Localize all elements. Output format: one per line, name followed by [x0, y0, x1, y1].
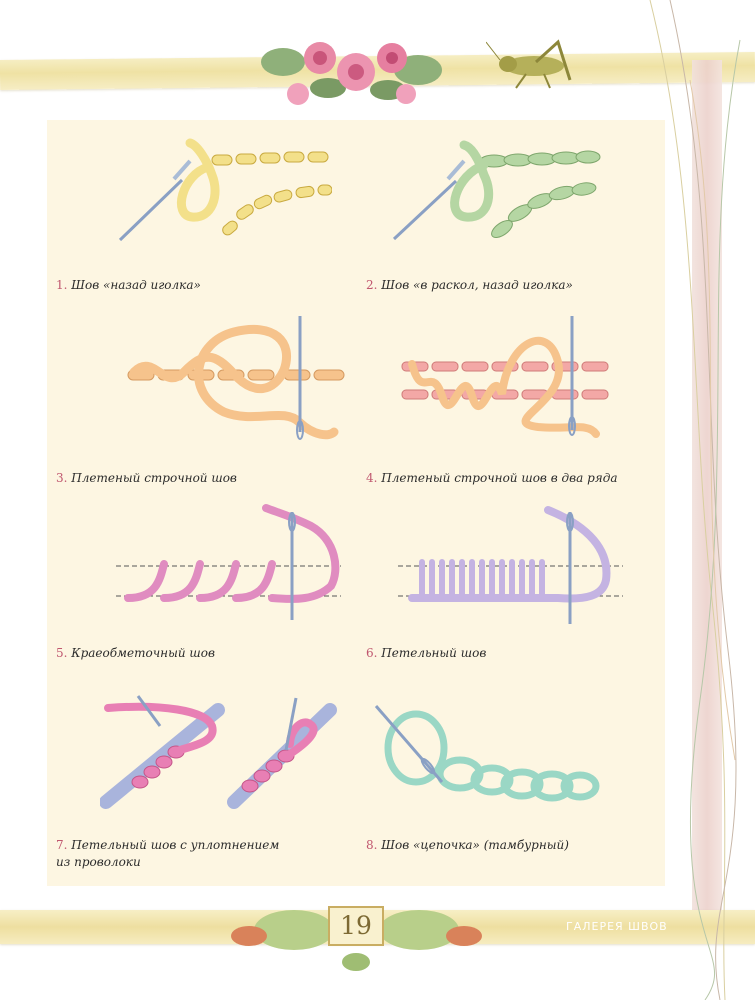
rose-flowers-decoration — [261, 42, 442, 105]
split-backstitch-illustration — [392, 140, 601, 241]
buttonhole-stitch-illustration — [398, 506, 623, 624]
leaves-decoration — [231, 910, 482, 971]
caption-stitch-1: 1. Шов «назад иголка» — [56, 278, 201, 292]
padded-buttonhole-wire-illustration — [100, 695, 337, 809]
caption-stitch-4: 4. Плетеный строчной шов в два ряда — [366, 471, 618, 485]
backstitch-illustration — [118, 138, 332, 242]
section-title: ГАЛЕРЕЯ ШВОВ — [566, 920, 668, 933]
caption-stitch-7: 7. Петельный шов с уплотнением из провол… — [56, 838, 280, 869]
caption-stitch-3: 3. Плетеный строчной шов — [56, 471, 237, 485]
caption-stitch-8: 8. Шов «цепочка» (тамбурный) — [366, 838, 569, 852]
overcast-stitch-illustration — [116, 504, 341, 620]
grasshopper-decoration — [486, 39, 572, 89]
chain-stitch-illustration — [374, 705, 600, 802]
threaded-running-stitch-illustration — [127, 316, 345, 440]
caption-stitch-5: 5. Краеобметочный шов — [56, 646, 215, 660]
right-ribbon — [692, 60, 722, 920]
threaded-running-stitch-two-rows-illustration — [401, 316, 609, 438]
page-number: 19 — [340, 911, 372, 940]
page-number-frame: 19 — [328, 906, 384, 946]
caption-stitch-6: 6. Петельный шов — [366, 646, 487, 660]
caption-stitch-2: 2. Шов «в раскол, назад иголка» — [366, 278, 573, 292]
